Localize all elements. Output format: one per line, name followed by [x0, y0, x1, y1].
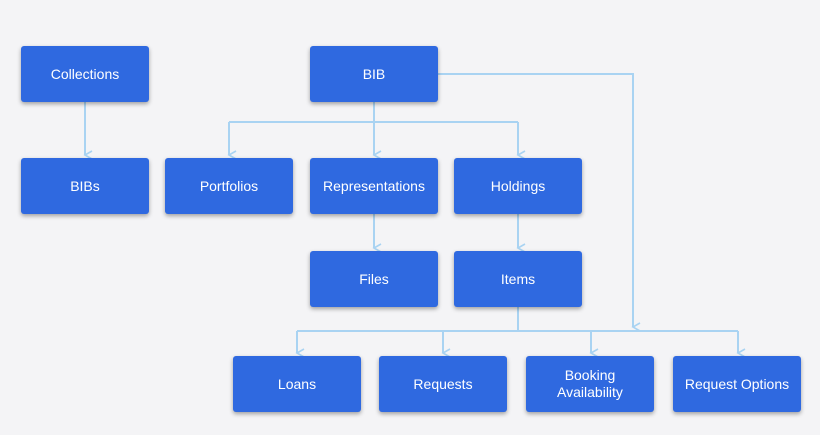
node-bibs-label: BIBs	[70, 177, 100, 194]
node-holdings-label: Holdings	[490, 177, 546, 194]
node-collections-label: Collections	[50, 65, 120, 82]
node-requests-label: Requests	[413, 375, 473, 392]
node-files-label: Files	[359, 270, 389, 287]
node-portfolios: Portfolios	[165, 158, 293, 214]
node-request-options-label: Request Options	[684, 375, 790, 392]
node-bib-label: BIB	[362, 65, 386, 82]
node-collections: Collections	[21, 46, 149, 102]
node-portfolios-label: Portfolios	[199, 177, 259, 194]
node-items-label: Items	[500, 270, 536, 287]
node-items: Items	[454, 251, 582, 307]
node-booking-availability-label: Booking Availability	[557, 367, 623, 400]
node-bib: BIB	[310, 46, 438, 102]
node-loans-label: Loans	[277, 375, 317, 392]
node-request-options: Request Options	[673, 356, 801, 412]
node-loans: Loans	[233, 356, 361, 412]
connector-bib-right	[438, 73, 641, 332]
node-booking-availability: Booking Availability	[526, 356, 654, 412]
node-files: Files	[310, 251, 438, 307]
node-representations-label: Representations	[323, 177, 425, 194]
node-representations: Representations	[310, 158, 438, 214]
node-holdings: Holdings	[454, 158, 582, 214]
node-requests: Requests	[379, 356, 507, 412]
node-bibs: BIBs	[21, 158, 149, 214]
